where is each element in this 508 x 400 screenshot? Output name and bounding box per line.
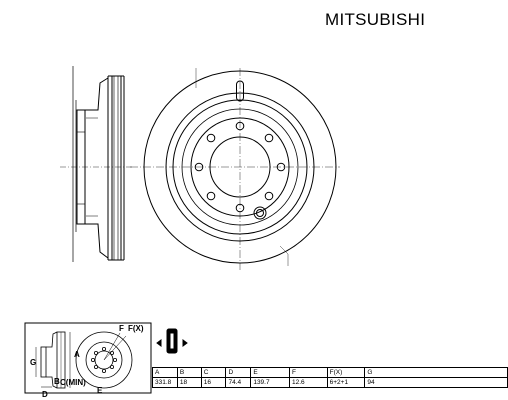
spec-header: C	[200, 367, 227, 378]
dimension-legend-drawing	[24, 322, 188, 394]
spec-table: A B C D E F F(X) G 331.8 18 16 74.4 139.…	[152, 367, 508, 388]
label-b: B	[54, 377, 60, 386]
spec-table-value-row: 331.8 18 16 74.4 139.7 12.6 6+2+1 94	[152, 377, 508, 388]
spec-value: 18	[176, 377, 202, 388]
label-f: F	[119, 324, 124, 333]
spec-value: 94	[364, 377, 508, 388]
spec-header: F	[289, 367, 328, 378]
spec-value: 74.4	[225, 377, 252, 388]
caliper-icon	[156, 328, 188, 354]
spec-header: A	[152, 367, 178, 378]
spec-header: D	[225, 367, 252, 378]
label-e: E	[97, 386, 103, 395]
label-a: A	[74, 350, 80, 359]
disc-side-profile	[60, 66, 134, 262]
spec-header: F(X)	[326, 367, 366, 378]
spec-header: B	[176, 367, 202, 378]
spec-value: 12.6	[289, 377, 328, 388]
spec-value: 6+2+1	[326, 377, 366, 388]
disc-front-view	[130, 68, 340, 270]
spec-header: G	[364, 367, 508, 378]
spec-header: E	[250, 367, 290, 378]
label-d: D	[42, 390, 48, 399]
spec-value: 331.8	[152, 377, 178, 388]
brand-name: MITSUBISHI	[325, 10, 426, 29]
label-g: G	[30, 358, 36, 367]
spec-value: 139.7	[250, 377, 290, 388]
label-c-min: C(MIN)	[60, 378, 86, 387]
label-f-x: F(X)	[128, 324, 144, 333]
spec-table-header-row: A B C D E F F(X) G	[152, 367, 508, 378]
spec-value: 16	[200, 377, 227, 388]
